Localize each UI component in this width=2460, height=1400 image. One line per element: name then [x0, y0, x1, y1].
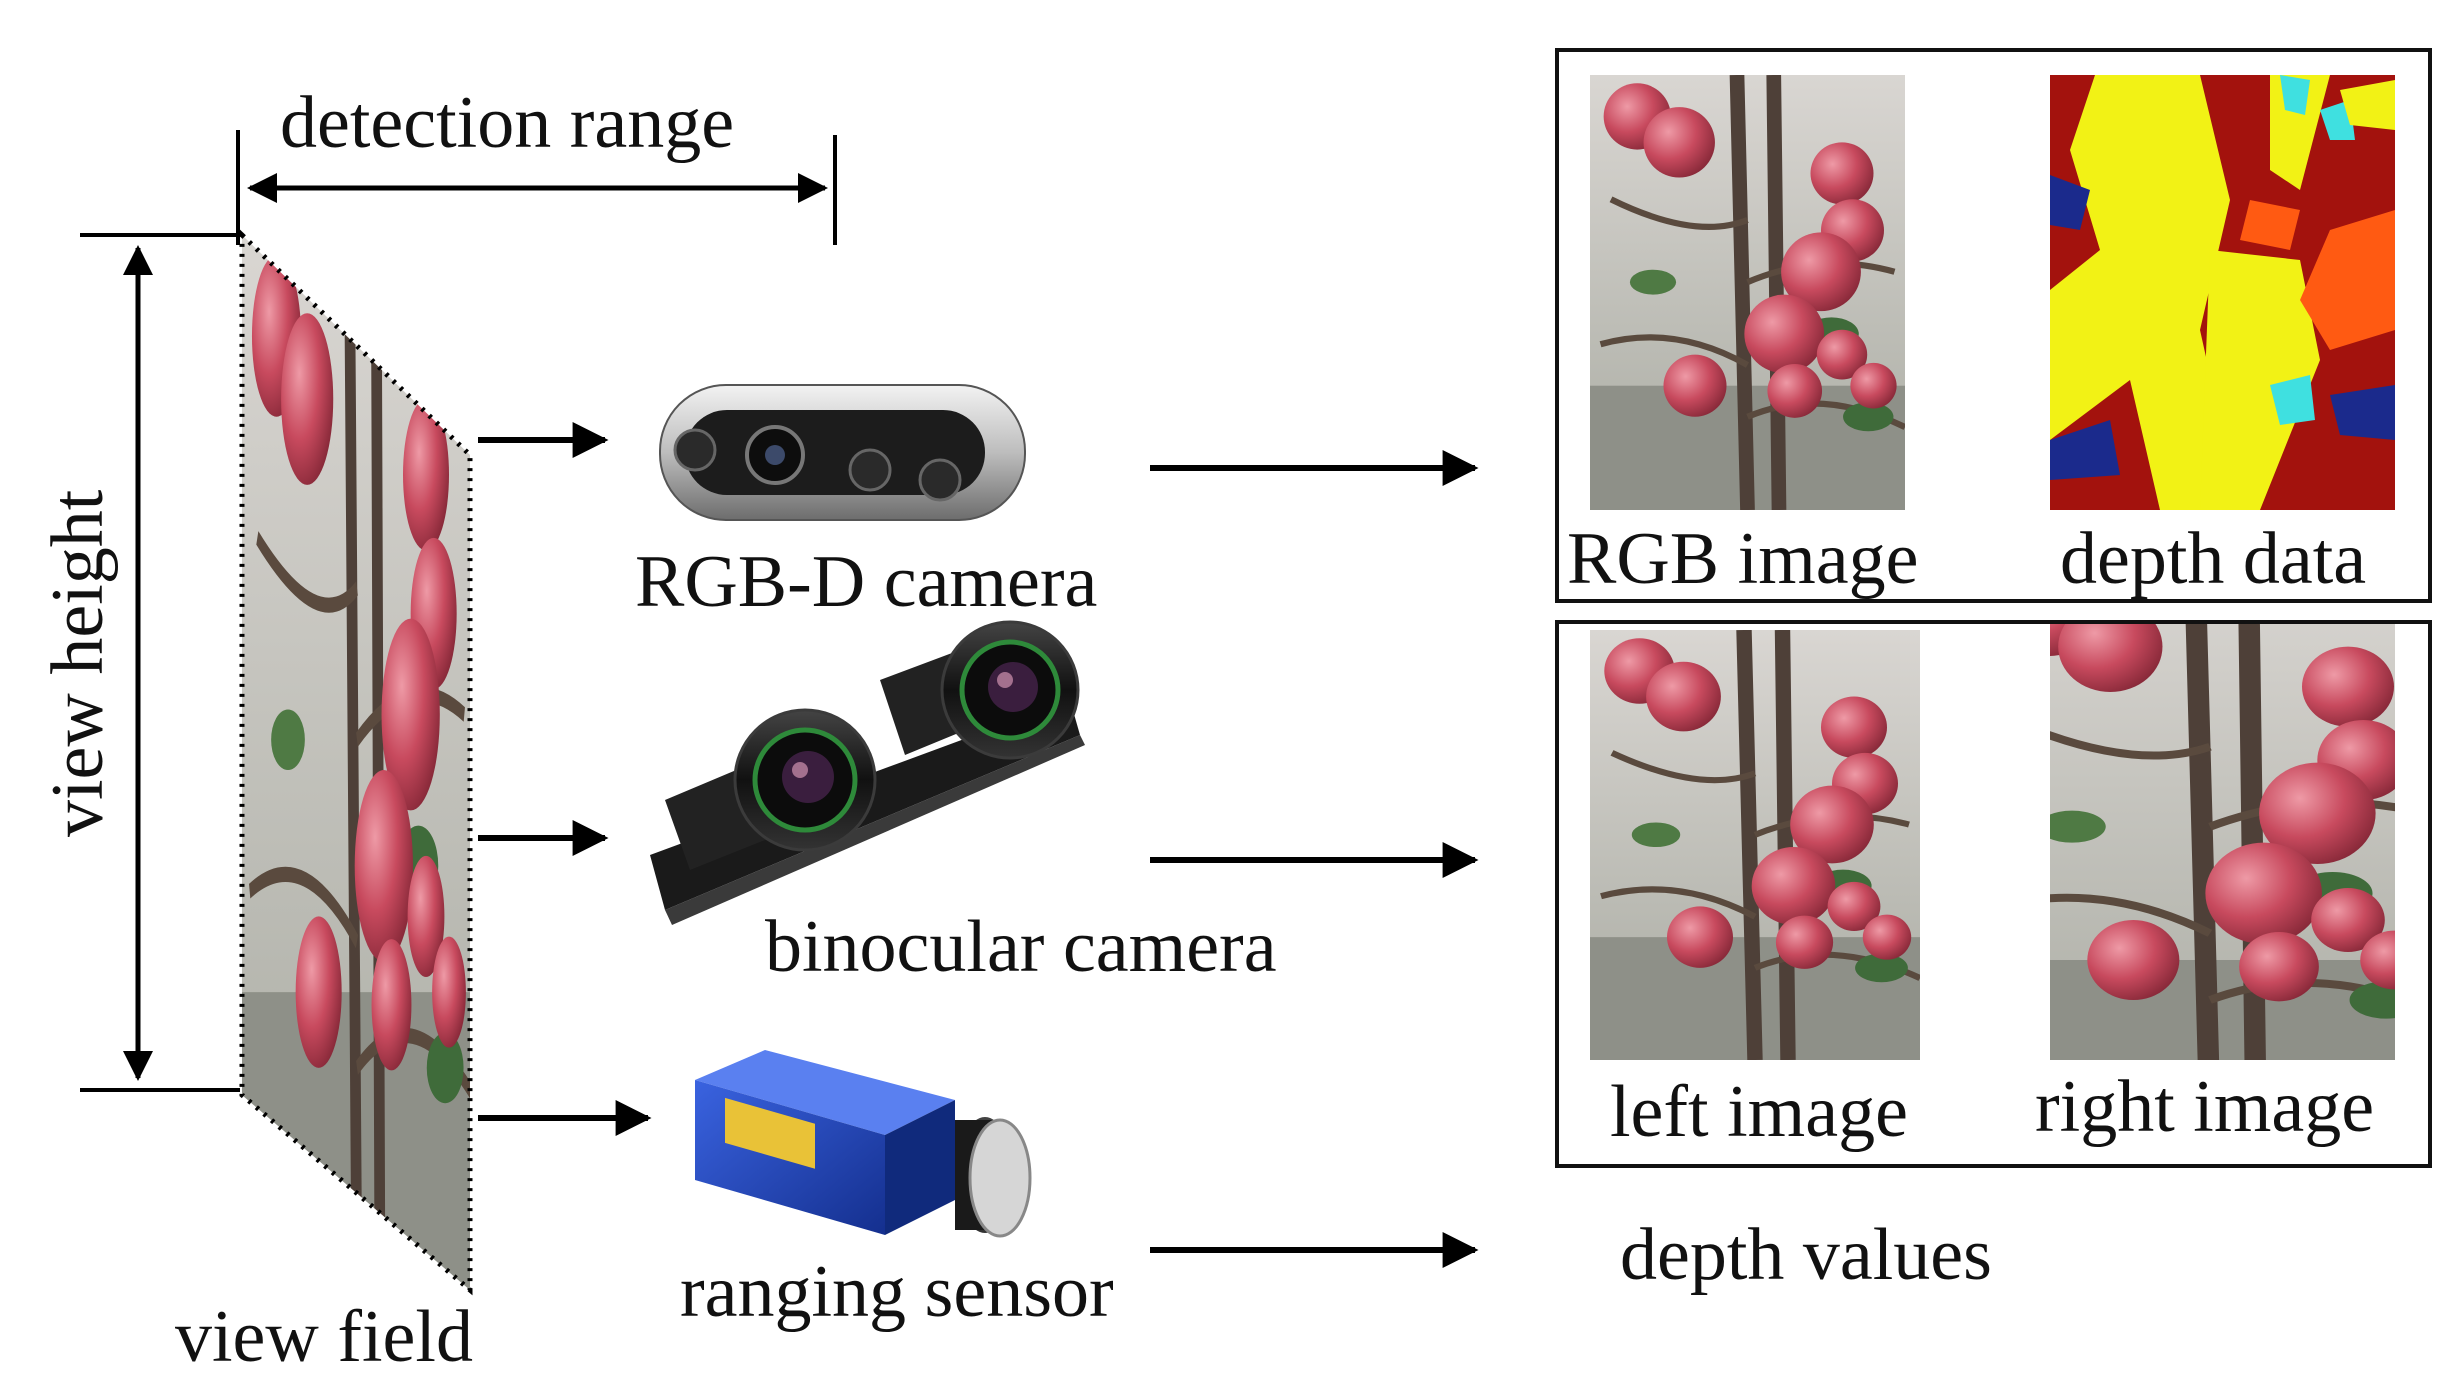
- view-height-dimension: [80, 233, 240, 1092]
- ranging-sensor-label: ranging sensor: [680, 1251, 1114, 1333]
- ranging-sensor-icon: [695, 1050, 1032, 1238]
- view-height-label: view height: [37, 489, 119, 837]
- rgbd-camera-icon: [659, 384, 1026, 521]
- binocular-camera-icon: [650, 620, 1085, 925]
- detection-range-label: detection range: [280, 82, 735, 164]
- binocular-camera-label: binocular camera: [765, 906, 1277, 988]
- depth-values-label: depth values: [1620, 1214, 1992, 1296]
- depth-data-label: depth data: [2060, 518, 2367, 600]
- detection-range-dimension: [236, 130, 837, 245]
- depth-data-image: [2050, 75, 2395, 510]
- view-field-image: [239, 229, 473, 1296]
- output-arrows: [1150, 450, 1479, 1268]
- binocular-output-panel: [1555, 620, 2432, 1168]
- right-image-label: right image: [2035, 1066, 2375, 1148]
- left-image-label: left image: [1610, 1071, 1908, 1153]
- input-arrows: [478, 422, 652, 1136]
- view-field-label: view field: [175, 1296, 473, 1378]
- rgb-image-label: RGB image: [1567, 518, 1919, 600]
- rgbd-camera-label: RGB-D camera: [635, 541, 1098, 623]
- rgbd-output-panel: [1555, 48, 2432, 603]
